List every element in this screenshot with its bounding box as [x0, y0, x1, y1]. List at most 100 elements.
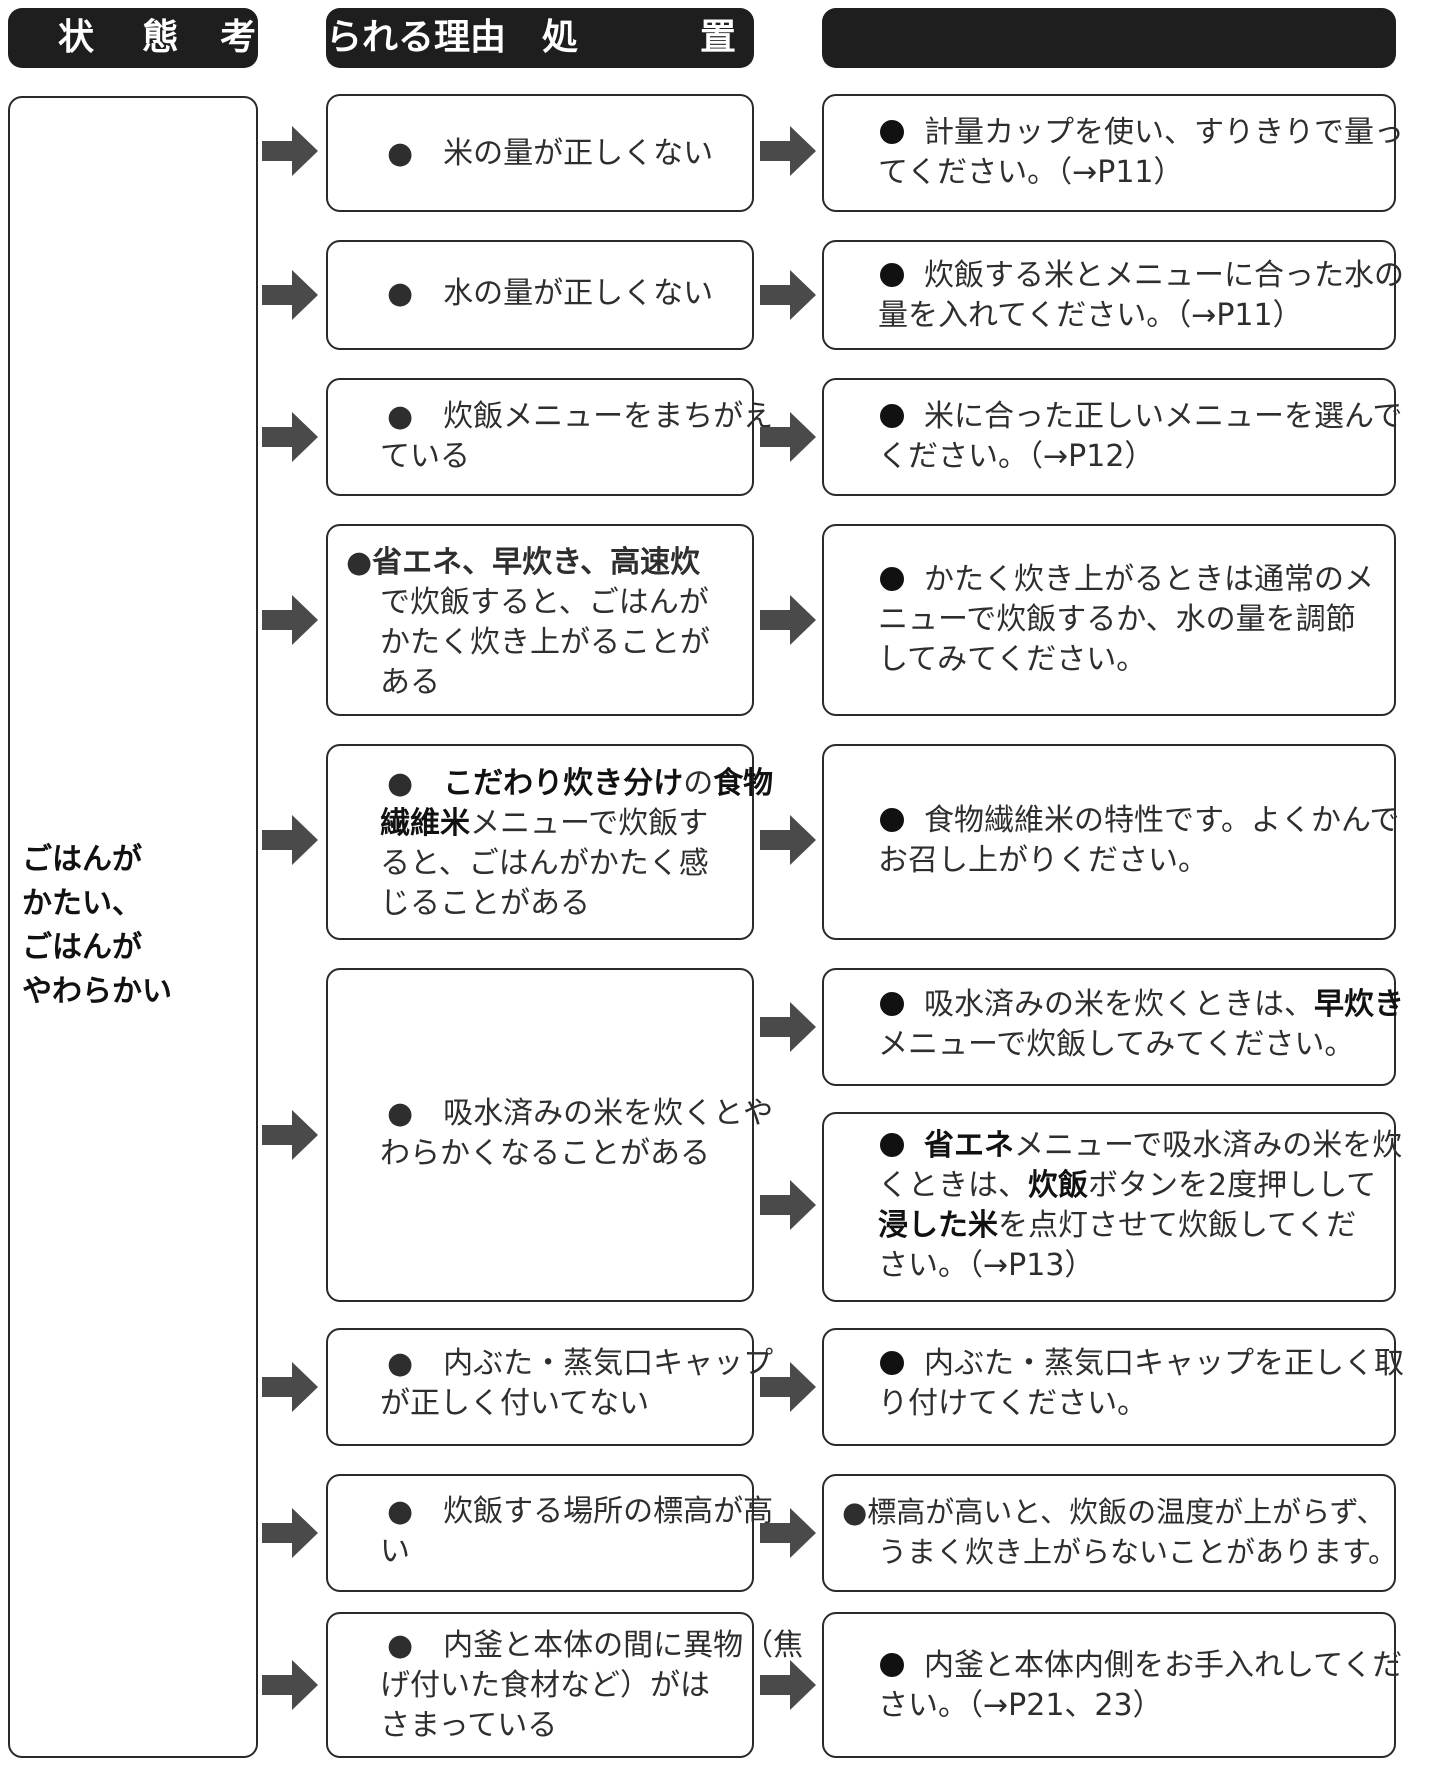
reason-6-line2: わらかくなることがある	[380, 1136, 710, 1171]
state-line: やわらかい	[22, 974, 172, 1009]
bullet-icon	[880, 1351, 904, 1375]
reason-3-line2: ている	[380, 439, 470, 474]
reason-9-line1: ● 内釜と本体の間に異物（焦	[387, 1628, 804, 1663]
reason-box-8	[326, 1474, 754, 1592]
remedy-6-bold-a: 早炊き	[1314, 987, 1404, 1022]
remedy-box-8	[822, 1328, 1396, 1446]
remedy-7-line1: 省エネメニューで吸水済みの米を炊	[880, 1126, 1402, 1166]
header-remedy	[822, 8, 1396, 68]
remedy-4-line1: かたく炊き上がるときは通常のメ	[880, 560, 1374, 600]
arrow-right-icon	[760, 815, 816, 865]
reason-1-text: ● 米の量が正しくない	[387, 136, 714, 171]
arrow-right-icon	[262, 1508, 318, 1558]
remedy-4-line3: してみてください。	[878, 642, 1147, 677]
arrow-right-icon	[760, 595, 816, 645]
remedy-7-l3a: 浸した米	[878, 1208, 998, 1243]
bullet-icon	[880, 120, 904, 144]
remedy-1-line1: 計量カップを使い、すりきりで量っ	[880, 113, 1404, 153]
remedy-10-line1-text: 内釜と本体内側をお手入れしてくだ	[924, 1648, 1403, 1683]
remedy-box-10	[822, 1612, 1396, 1758]
remedy-7-l3b: を点灯させて炊飯してくだ	[998, 1208, 1357, 1243]
reason-4-line2: で炊飯すると、ごはんが	[380, 585, 709, 620]
bullet-icon	[880, 404, 904, 428]
remedy-7-bold-a: 省エネ	[924, 1128, 1014, 1163]
arrow-right-icon	[262, 1362, 318, 1412]
remedy-7-l2b: 炊飯	[1028, 1168, 1088, 1203]
remedy-8-line1-text: 内ぶた・蒸気口キャップを正しく取	[924, 1346, 1404, 1381]
reason-8-line1: ● 炊飯する場所の標高が高	[387, 1494, 774, 1529]
reason-5-bold-a: こだわり炊き分け	[443, 766, 684, 801]
remedy-4-line2: ニューで炊飯するか、水の量を調節	[878, 602, 1356, 637]
header-state-overflow: 考	[220, 17, 257, 58]
state-box	[8, 96, 258, 1758]
arrow-right-icon	[760, 126, 816, 176]
reason-6-line1: ● 吸水済みの米を炊くとや	[387, 1096, 774, 1131]
remedy-box-7	[822, 1112, 1396, 1302]
arrow-right-icon	[760, 1660, 816, 1710]
reason-2-text: ● 水の量が正しくない	[387, 276, 714, 311]
remedy-10-line1: 内釜と本体内側をお手入れしてくだ	[880, 1646, 1402, 1686]
reason-box-1	[326, 94, 754, 212]
bullet-icon	[880, 992, 904, 1016]
remedy-8-line1: 内ぶた・蒸気口キャップを正しく取	[880, 1344, 1404, 1384]
reason-5-line4: じることがある	[380, 886, 590, 921]
bullet-icon	[880, 1133, 904, 1157]
remedy-1-line2: てください。（→P11）	[878, 155, 1184, 190]
reason-4-line1: ●省エネ、早炊き、高速炊	[346, 545, 701, 580]
remedy-7-l2c: ボタンを2度押しして	[1088, 1168, 1377, 1203]
remedy-7-line3: 浸した米を点灯させて炊飯してくだ	[878, 1206, 1356, 1246]
reason-box-5	[326, 744, 754, 940]
remedy-7-l2a: くときは、	[878, 1168, 1028, 1203]
remedy-8-line2: り付けてください。	[878, 1386, 1148, 1421]
reason-5-bold-c: 繊維米	[380, 806, 470, 841]
arrow-right-icon	[262, 1110, 318, 1160]
reason-box-9	[326, 1612, 754, 1758]
remedy-7-text-a: メニューで吸水済みの米を炊	[1014, 1128, 1403, 1163]
state-line: ごはんが	[22, 930, 142, 965]
remedy-2-line2: 量を入れてください。（→P11）	[878, 298, 1303, 333]
remedy-box-6	[822, 968, 1396, 1086]
remedy-7-line4: さい。（→P13）	[878, 1248, 1095, 1283]
state-line: かたい、	[22, 886, 142, 921]
remedy-6-line2: メニューで炊飯してみてください。	[878, 1027, 1355, 1062]
reason-box-6	[326, 968, 754, 1302]
bullet-icon	[880, 1653, 904, 1677]
arrow-right-icon	[262, 412, 318, 462]
header-state-label: 状 態	[58, 17, 179, 58]
arrow-right-icon	[760, 1180, 816, 1230]
arrow-right-icon	[760, 270, 816, 320]
arrow-right-icon	[262, 595, 318, 645]
remedy-5-line1-text: 食物繊維米の特性です。よくかんで	[924, 803, 1400, 838]
arrow-right-icon	[262, 270, 318, 320]
header-reason-label: られる理由 処	[326, 17, 579, 58]
remedy-6-line1: 吸水済みの米を炊くときは、早炊き	[880, 985, 1404, 1025]
reason-box-7	[326, 1328, 754, 1446]
remedy-4-line1-text: かたく炊き上がるときは通常のメ	[924, 562, 1374, 597]
remedy-3-line1: 米に合った正しいメニューを選んで	[880, 397, 1403, 437]
reason-9-line2: げ付いた食材など）がは	[380, 1668, 710, 1703]
arrow-right-icon	[760, 412, 816, 462]
header-state: 状 態考	[8, 8, 258, 68]
reason-5-line2-rest: メニューで炊飯す	[470, 806, 709, 841]
state-line: ごはんが	[22, 842, 142, 877]
reason-box-4	[326, 524, 754, 716]
reason-4-line3: かたく炊き上がることが	[380, 625, 710, 660]
reason-4-line4: ある	[380, 665, 440, 700]
remedy-10-line2: さい。（→P21、23）	[878, 1688, 1163, 1723]
remedy-box-9	[822, 1474, 1396, 1592]
reason-5-bold-b: 食物	[713, 766, 774, 801]
reason-5-line1: ● こだわり炊き分けの食物	[387, 766, 774, 801]
bullet-icon	[880, 567, 904, 591]
remedy-2-line1: 炊飯する米とメニューに合った水の	[880, 256, 1404, 296]
arrow-right-icon	[262, 1660, 318, 1710]
remedy-5-line1: 食物繊維米の特性です。よくかんで	[880, 801, 1400, 841]
arrow-right-icon	[760, 1002, 816, 1052]
reason-5-line3: ると、ごはんがかたく感	[380, 846, 709, 881]
reason-box-2	[326, 240, 754, 350]
remedy-box-2	[822, 240, 1396, 350]
reason-3-line1: ● 炊飯メニューをまちがえ	[387, 399, 774, 434]
remedy-box-4	[822, 524, 1396, 716]
arrow-right-icon	[760, 1362, 816, 1412]
remedy-3-line2: ください。（→P12）	[878, 439, 1155, 474]
arrow-right-icon	[262, 815, 318, 865]
